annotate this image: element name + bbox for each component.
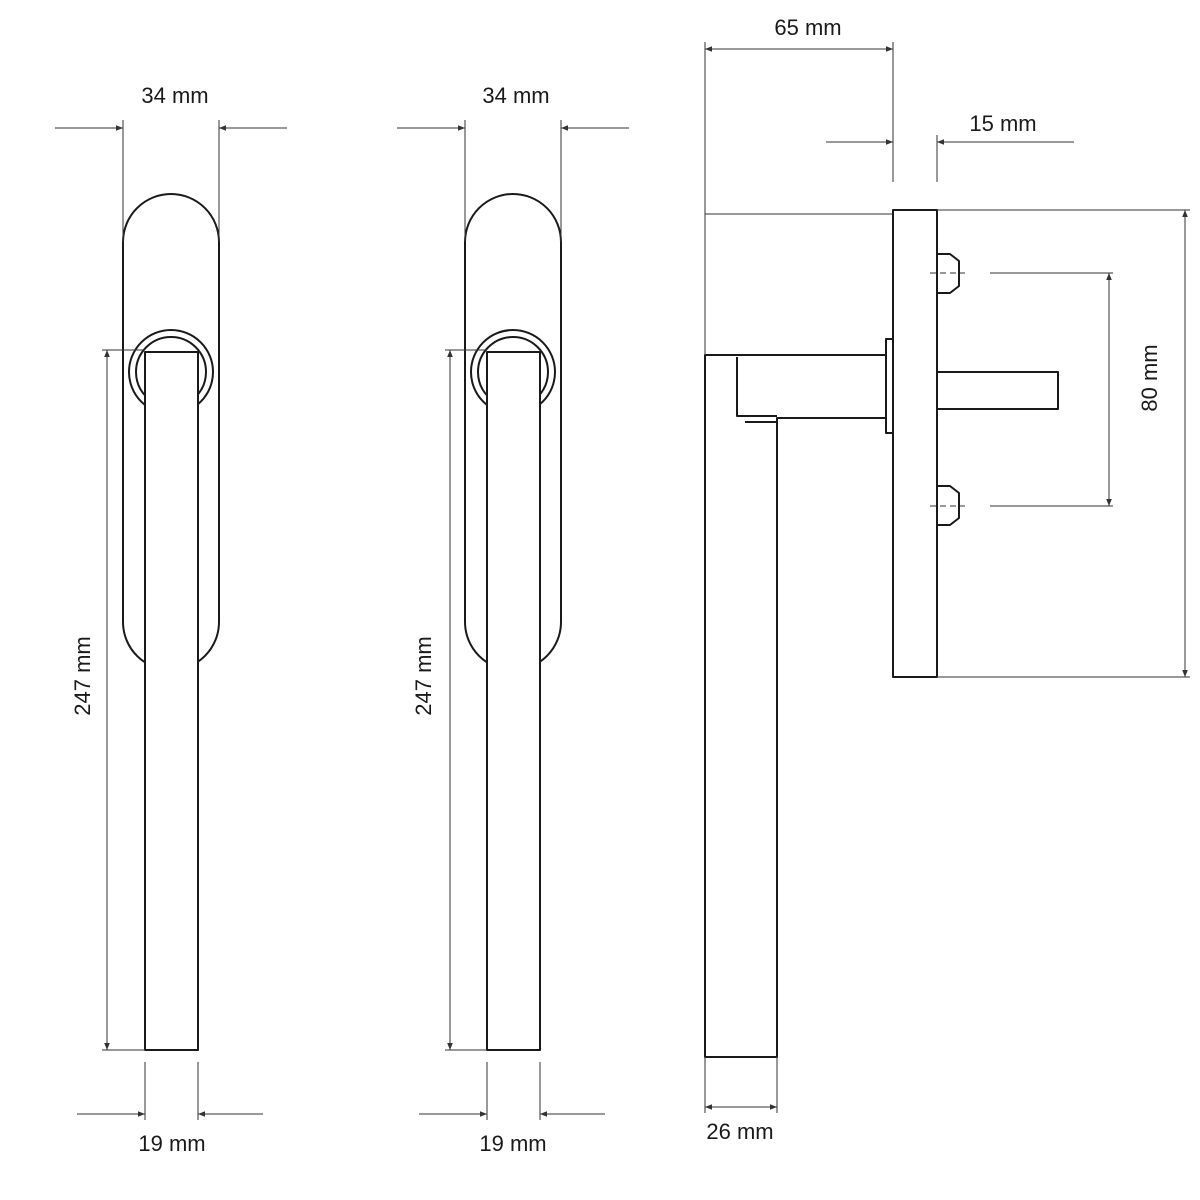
height-label: 247 mm xyxy=(70,636,95,715)
spindle xyxy=(936,371,1059,410)
neck-collar xyxy=(885,338,894,434)
side-view: 65 mm 15 mm 80 mm 26 mm xyxy=(704,15,1190,1144)
grip-label: 19 mm xyxy=(479,1131,546,1156)
plate-label: 15 mm xyxy=(969,111,1036,136)
screw-bottom xyxy=(937,485,960,526)
grip-label: 19 mm xyxy=(138,1131,205,1156)
handle-side-profile xyxy=(704,354,887,1058)
depth-label: 65 mm xyxy=(774,15,841,40)
height-label: 247 mm xyxy=(411,636,436,715)
front-view-left: 34 mm 247 mm 19 mm xyxy=(55,83,287,1156)
handle-lever xyxy=(144,351,199,1051)
rosette-plate-outline xyxy=(122,193,220,671)
width-label: 34 mm xyxy=(141,83,208,108)
spacing-label: 80 mm xyxy=(1137,344,1162,411)
front-view-right: 34 mm 247 mm 19 mm xyxy=(397,83,629,1156)
width-label: 34 mm xyxy=(482,83,549,108)
side-grip-label: 26 mm xyxy=(706,1119,773,1144)
handle-lever xyxy=(486,351,541,1051)
screw-top xyxy=(937,253,960,294)
rosette-plate-outline xyxy=(464,193,562,671)
handle-neck-inner-edge xyxy=(736,357,777,417)
mounting-plate xyxy=(892,209,938,678)
